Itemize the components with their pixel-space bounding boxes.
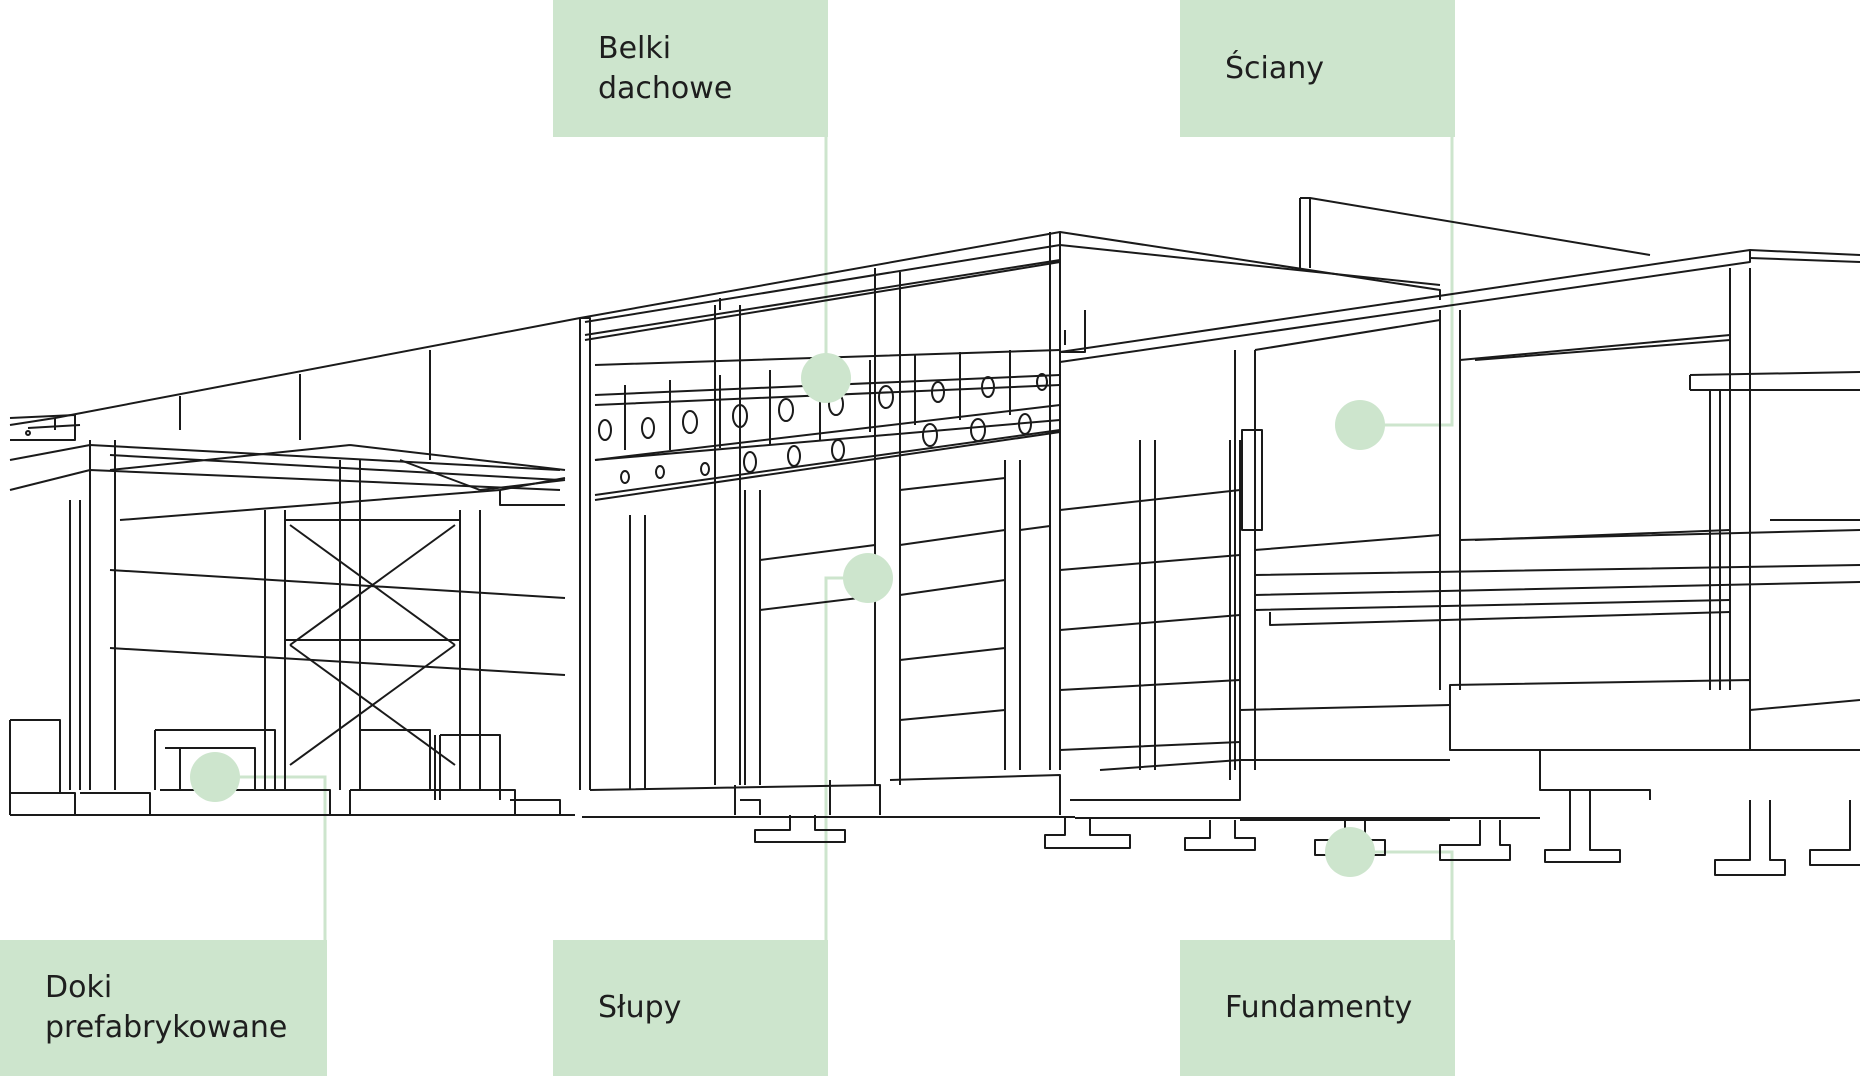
foundation-right-4	[1439, 820, 1511, 861]
roof-left	[9, 317, 581, 450]
ground-line	[10, 814, 1540, 819]
prefab-dock-left	[154, 729, 276, 790]
roof-right	[1059, 249, 1751, 363]
foundation-right-6	[1714, 800, 1786, 876]
slab-right	[1449, 679, 1751, 751]
column-mid-3	[744, 490, 761, 785]
structure-lines	[9, 197, 1860, 876]
label-walls-text: Ściany	[1225, 50, 1325, 86]
foundation-right-5	[1544, 790, 1621, 863]
label-prefab-docks: Doki prefabrykowane	[0, 940, 327, 1076]
leader-prefab-docks	[215, 775, 327, 940]
marker-roof-beams	[801, 353, 851, 403]
label-prefab-docks-text: Doki prefabrykowane	[45, 970, 288, 1045]
marker-columns	[843, 553, 893, 603]
leader-lines	[215, 135, 1454, 940]
foundation-right-1	[1044, 818, 1131, 849]
column-mid-5	[1004, 460, 1021, 770]
leader-columns	[824, 576, 868, 940]
column-right-1	[1234, 350, 1256, 770]
marker-walls	[1335, 400, 1385, 450]
column-mid-2	[629, 515, 646, 790]
label-roof-beams: Belki dachowe	[553, 0, 828, 137]
wall-right	[1254, 319, 1731, 551]
roof-middle	[579, 231, 1061, 790]
marker-prefab-docks	[190, 752, 240, 802]
label-roof-beams-text: Belki dachowe	[598, 30, 733, 106]
column-left-3	[339, 460, 361, 790]
column-right-3	[1729, 268, 1751, 690]
column-mid-6	[1049, 232, 1061, 770]
leader-walls	[1360, 135, 1454, 427]
label-columns: Słupy	[553, 940, 828, 1076]
foundation-right-2	[1184, 820, 1256, 851]
label-columns-text: Słupy	[598, 990, 682, 1025]
column-right-2	[1439, 310, 1461, 690]
column-left-4	[459, 510, 481, 790]
column-left-1	[89, 440, 116, 790]
column-left-2	[264, 510, 286, 790]
callout-markers	[190, 353, 1385, 877]
foundation-mid	[754, 815, 846, 843]
marker-foundations	[1325, 827, 1375, 877]
column-mid-1	[714, 305, 741, 785]
label-foundations: Fundamenty	[1180, 940, 1455, 1076]
label-walls: Ściany	[1180, 0, 1455, 137]
wall-middle	[759, 525, 1051, 611]
column-mid-4	[874, 272, 901, 785]
label-foundations-text: Fundamenty	[1225, 990, 1413, 1025]
